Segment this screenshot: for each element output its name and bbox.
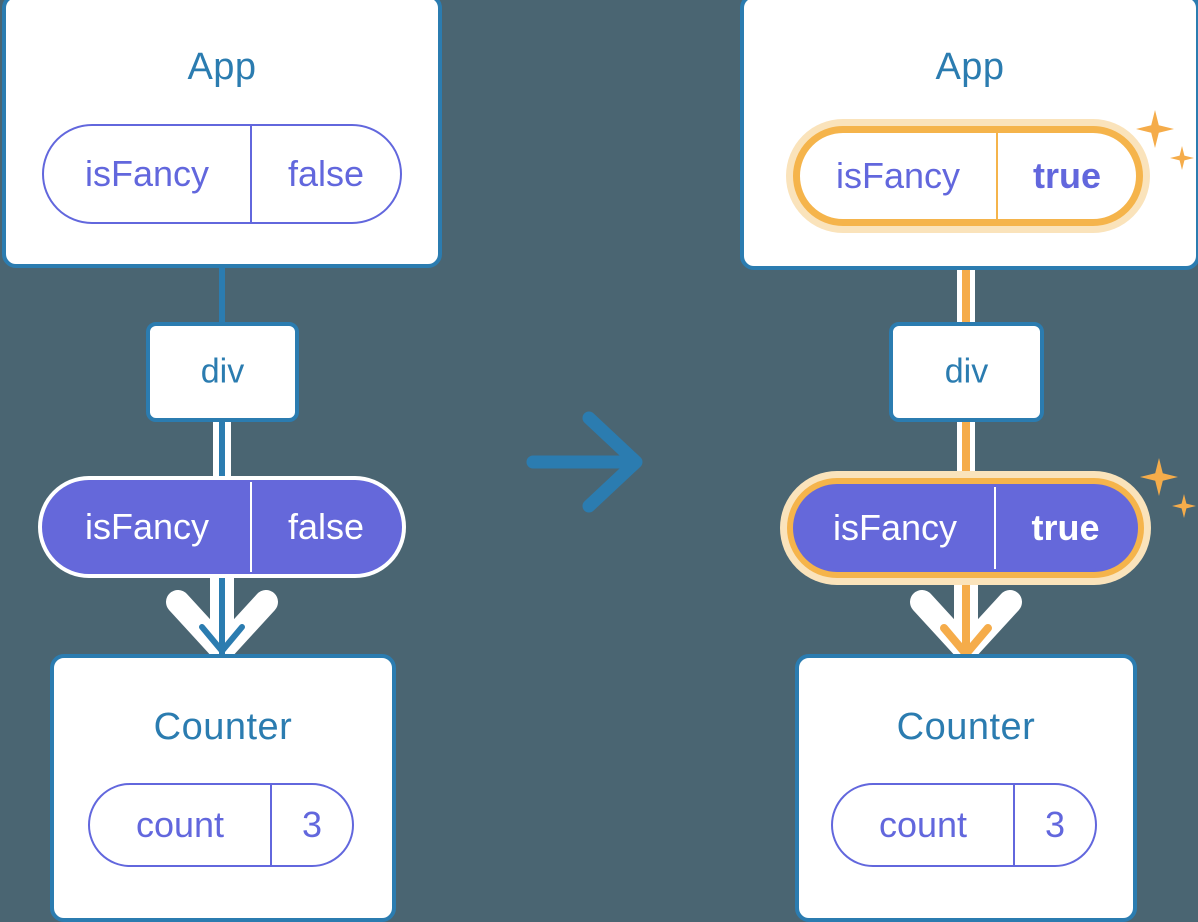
counter-state-pill-before[interactable]: count 3 <box>88 783 354 867</box>
app-state-value-before: false <box>250 126 400 222</box>
prop-key-after: isFancy <box>832 507 958 548</box>
div-title-before: div <box>200 352 245 391</box>
div-element-box-before[interactable]: div <box>146 322 299 422</box>
app-state-key-after: isFancy <box>835 155 961 196</box>
sparkle-icon-small-2 <box>1172 494 1196 518</box>
wire-prop-to-counter-halo-right <box>910 548 1022 666</box>
counter-state-value-after: 3 <box>1013 785 1095 865</box>
div-element-box-after[interactable]: div <box>889 322 1044 422</box>
app-state-value-after: true <box>996 133 1136 219</box>
div-title-after: div <box>944 352 989 391</box>
prop-value-before: false <box>250 482 400 572</box>
prop-pill-after[interactable]: isFancy true <box>793 484 1138 572</box>
sparkles-prop-after <box>1136 452 1198 532</box>
counter-state-key-before: count <box>135 804 225 845</box>
app-state-pill-after[interactable]: isFancy true <box>793 126 1143 226</box>
counter-state-pill-after[interactable]: count 3 <box>831 783 1097 867</box>
transition-arrow-icon <box>526 411 643 513</box>
app-state-pill-before[interactable]: isFancy false <box>42 124 402 224</box>
app-title-before: App <box>187 46 257 88</box>
sparkle-icon-large-2 <box>1140 458 1178 496</box>
prop-key-before: isFancy <box>84 506 210 547</box>
counter-title-before: Counter <box>153 706 293 748</box>
prop-pill-before[interactable]: isFancy false <box>42 480 402 574</box>
wire-prop-to-counter-right <box>940 556 992 660</box>
counter-state-key-after: count <box>878 804 968 845</box>
counter-title-after: Counter <box>896 706 1036 748</box>
counter-state-value-before: 3 <box>270 785 352 865</box>
app-state-key-before: isFancy <box>84 153 210 194</box>
wire-prop-to-counter-left <box>199 557 245 657</box>
app-title-after: App <box>935 46 1005 88</box>
prop-value-after: true <box>994 487 1135 569</box>
wire-prop-to-counter-halo-left <box>166 548 278 666</box>
